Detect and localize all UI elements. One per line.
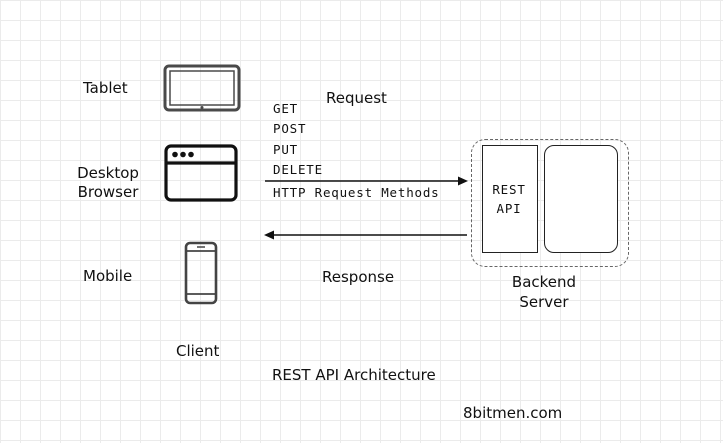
desktop-label-line2: Browser xyxy=(77,183,139,201)
tablet-icon xyxy=(163,64,241,112)
tablet-label: Tablet xyxy=(83,79,128,97)
client-group-label: Client xyxy=(176,342,220,360)
backend-server-label: Backend Server xyxy=(500,272,588,312)
mobile-label: Mobile xyxy=(83,267,133,285)
server-box xyxy=(544,145,618,253)
diagram-title: REST API Architecture xyxy=(272,366,436,384)
rest-api-line1: REST xyxy=(492,182,526,197)
desktop-browser-label: Desktop Browser xyxy=(70,164,146,202)
method-post: POST xyxy=(273,121,307,136)
method-put: PUT xyxy=(273,142,298,157)
mobile-phone-icon xyxy=(184,241,218,305)
method-delete: DELETE xyxy=(273,162,323,177)
http-methods-caption: HTTP Request Methods xyxy=(273,185,440,200)
rest-api-line2: API xyxy=(496,201,522,216)
request-label: Request xyxy=(326,89,387,107)
desktop-label-line1: Desktop xyxy=(77,164,139,182)
response-label: Response xyxy=(322,268,395,286)
backend-label-line1: Backend xyxy=(511,273,577,291)
method-get: GET xyxy=(273,101,298,116)
response-arrow xyxy=(264,230,467,240)
browser-window-icon xyxy=(164,144,238,202)
credit-text: 8bitmen.com xyxy=(463,404,563,422)
backend-label-line2: Server xyxy=(519,293,569,311)
backend-server-container xyxy=(471,139,629,267)
rest-api-box xyxy=(482,145,538,253)
request-arrow xyxy=(265,176,468,186)
rest-api-label: REST API xyxy=(482,180,536,218)
